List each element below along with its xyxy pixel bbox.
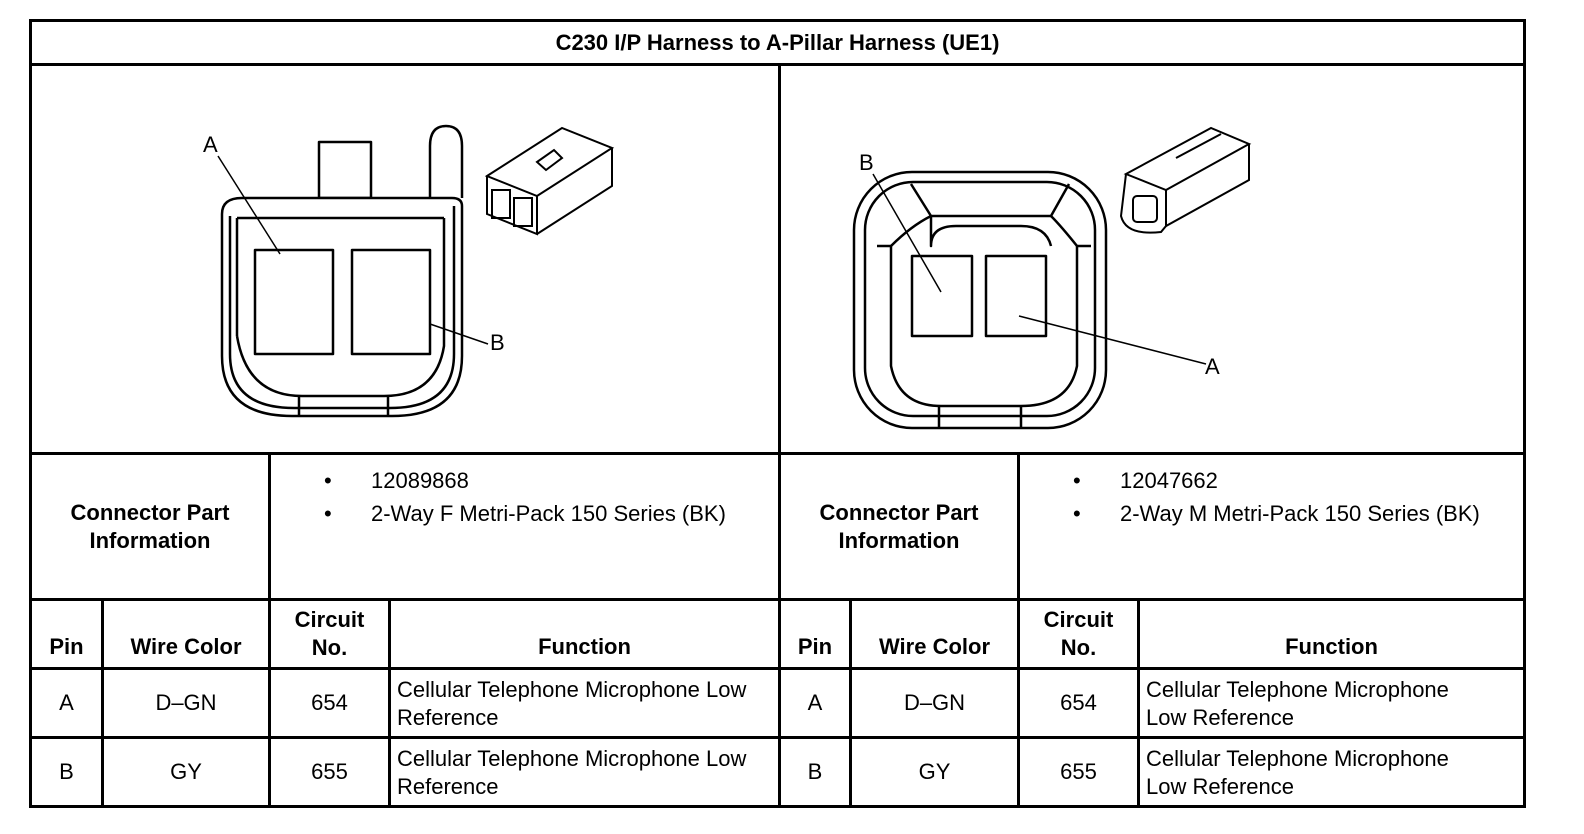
- right-row-a-pin: A: [807, 690, 823, 715]
- right-row-b-circuit: 655: [1060, 759, 1097, 784]
- left-row-b-pin: B: [59, 759, 74, 784]
- rule-under-drawings: [32, 452, 1523, 455]
- left-header-circuit: Circuit No.: [294, 607, 365, 660]
- left-part-number: 12089868: [371, 468, 469, 493]
- right-part-desc-row: • 2-Way M Metri-Pack 150 Series (BK): [1073, 499, 1510, 528]
- left-part-description: 2-Way F Metri-Pack 150 Series (BK): [371, 501, 726, 526]
- rule-right-circuit: [1137, 598, 1140, 805]
- rule-right-pin: [849, 598, 852, 805]
- left-header-wire-color: Wire Color: [130, 634, 242, 659]
- bullet: •: [324, 468, 332, 493]
- right-part-info-list: • 12047662 • 2-Way M Metri-Pack 150 Seri…: [1073, 466, 1510, 528]
- right-header-pin: Pin: [797, 634, 833, 659]
- left-row-a-pin: A: [59, 690, 74, 715]
- right-header-function: Function: [1285, 634, 1378, 659]
- right-row-b-pin: B: [807, 759, 823, 784]
- right-row-b-function: Cellular Telephone Microphone Low Refere…: [1146, 746, 1449, 799]
- left-row-b-circuit: 655: [311, 759, 348, 784]
- right-part-info-label: Connector Part Information: [819, 499, 979, 553]
- bullet: •: [324, 501, 332, 526]
- left-row-a-circuit: 654: [311, 690, 348, 715]
- left-part-number-row: • 12089868: [324, 466, 761, 495]
- bullet: •: [1073, 501, 1081, 526]
- rule-between-rows: [32, 736, 1523, 739]
- rule-under-title: [32, 63, 1523, 66]
- right-header-circuit: Circuit No.: [1043, 607, 1114, 660]
- right-connector-drawing: B A: [852, 126, 1252, 430]
- left-row-b-function: Cellular Telephone Microphone Low Refere…: [397, 746, 747, 799]
- left-connector-drawing: A B: [203, 124, 615, 418]
- rule-under-part-info: [32, 598, 1523, 601]
- rule-left-circuit: [388, 598, 391, 805]
- connector-sheet: C230 I/P Harness to A-Pillar Harness (UE…: [29, 19, 1526, 808]
- right-row-a-circuit: 654: [1060, 690, 1097, 715]
- rule-left-label: [268, 452, 271, 805]
- right-part-number-row: • 12047662: [1073, 466, 1510, 495]
- right-row-a-function: Cellular Telephone Microphone Low Refere…: [1146, 677, 1449, 730]
- page-title: C230 I/P Harness to A-Pillar Harness (UE…: [555, 29, 1000, 55]
- left-header-pin: Pin: [49, 634, 84, 659]
- right-part-description: 2-Way M Metri-Pack 150 Series (BK): [1120, 501, 1480, 526]
- left-header-function: Function: [538, 634, 631, 659]
- bullet: •: [1073, 468, 1081, 493]
- right-row-b-wire-color: GY: [918, 759, 951, 784]
- rule-under-headers: [32, 667, 1523, 670]
- left-callout-b: B: [490, 330, 505, 355]
- right-part-number: 12047662: [1120, 468, 1218, 493]
- left-row-a-function: Cellular Telephone Microphone Low Refere…: [397, 677, 747, 730]
- left-row-b-wire-color: GY: [170, 759, 202, 784]
- left-row-a-wire-color: D–GN: [155, 690, 217, 715]
- left-part-info-list: • 12089868 • 2-Way F Metri-Pack 150 Seri…: [324, 466, 761, 528]
- right-callout-a: A: [1205, 354, 1220, 379]
- right-callout-b: B: [859, 150, 874, 175]
- rule-right-label: [1017, 452, 1020, 805]
- right-header-wire-color: Wire Color: [878, 634, 991, 659]
- right-row-a-wire-color: D–GN: [903, 690, 966, 715]
- rule-center: [778, 63, 781, 805]
- rule-left-pin: [101, 598, 104, 805]
- left-callout-a: A: [203, 132, 218, 157]
- left-part-desc-row: • 2-Way F Metri-Pack 150 Series (BK): [324, 499, 761, 528]
- left-part-info-label: Connector Part Information: [70, 499, 230, 553]
